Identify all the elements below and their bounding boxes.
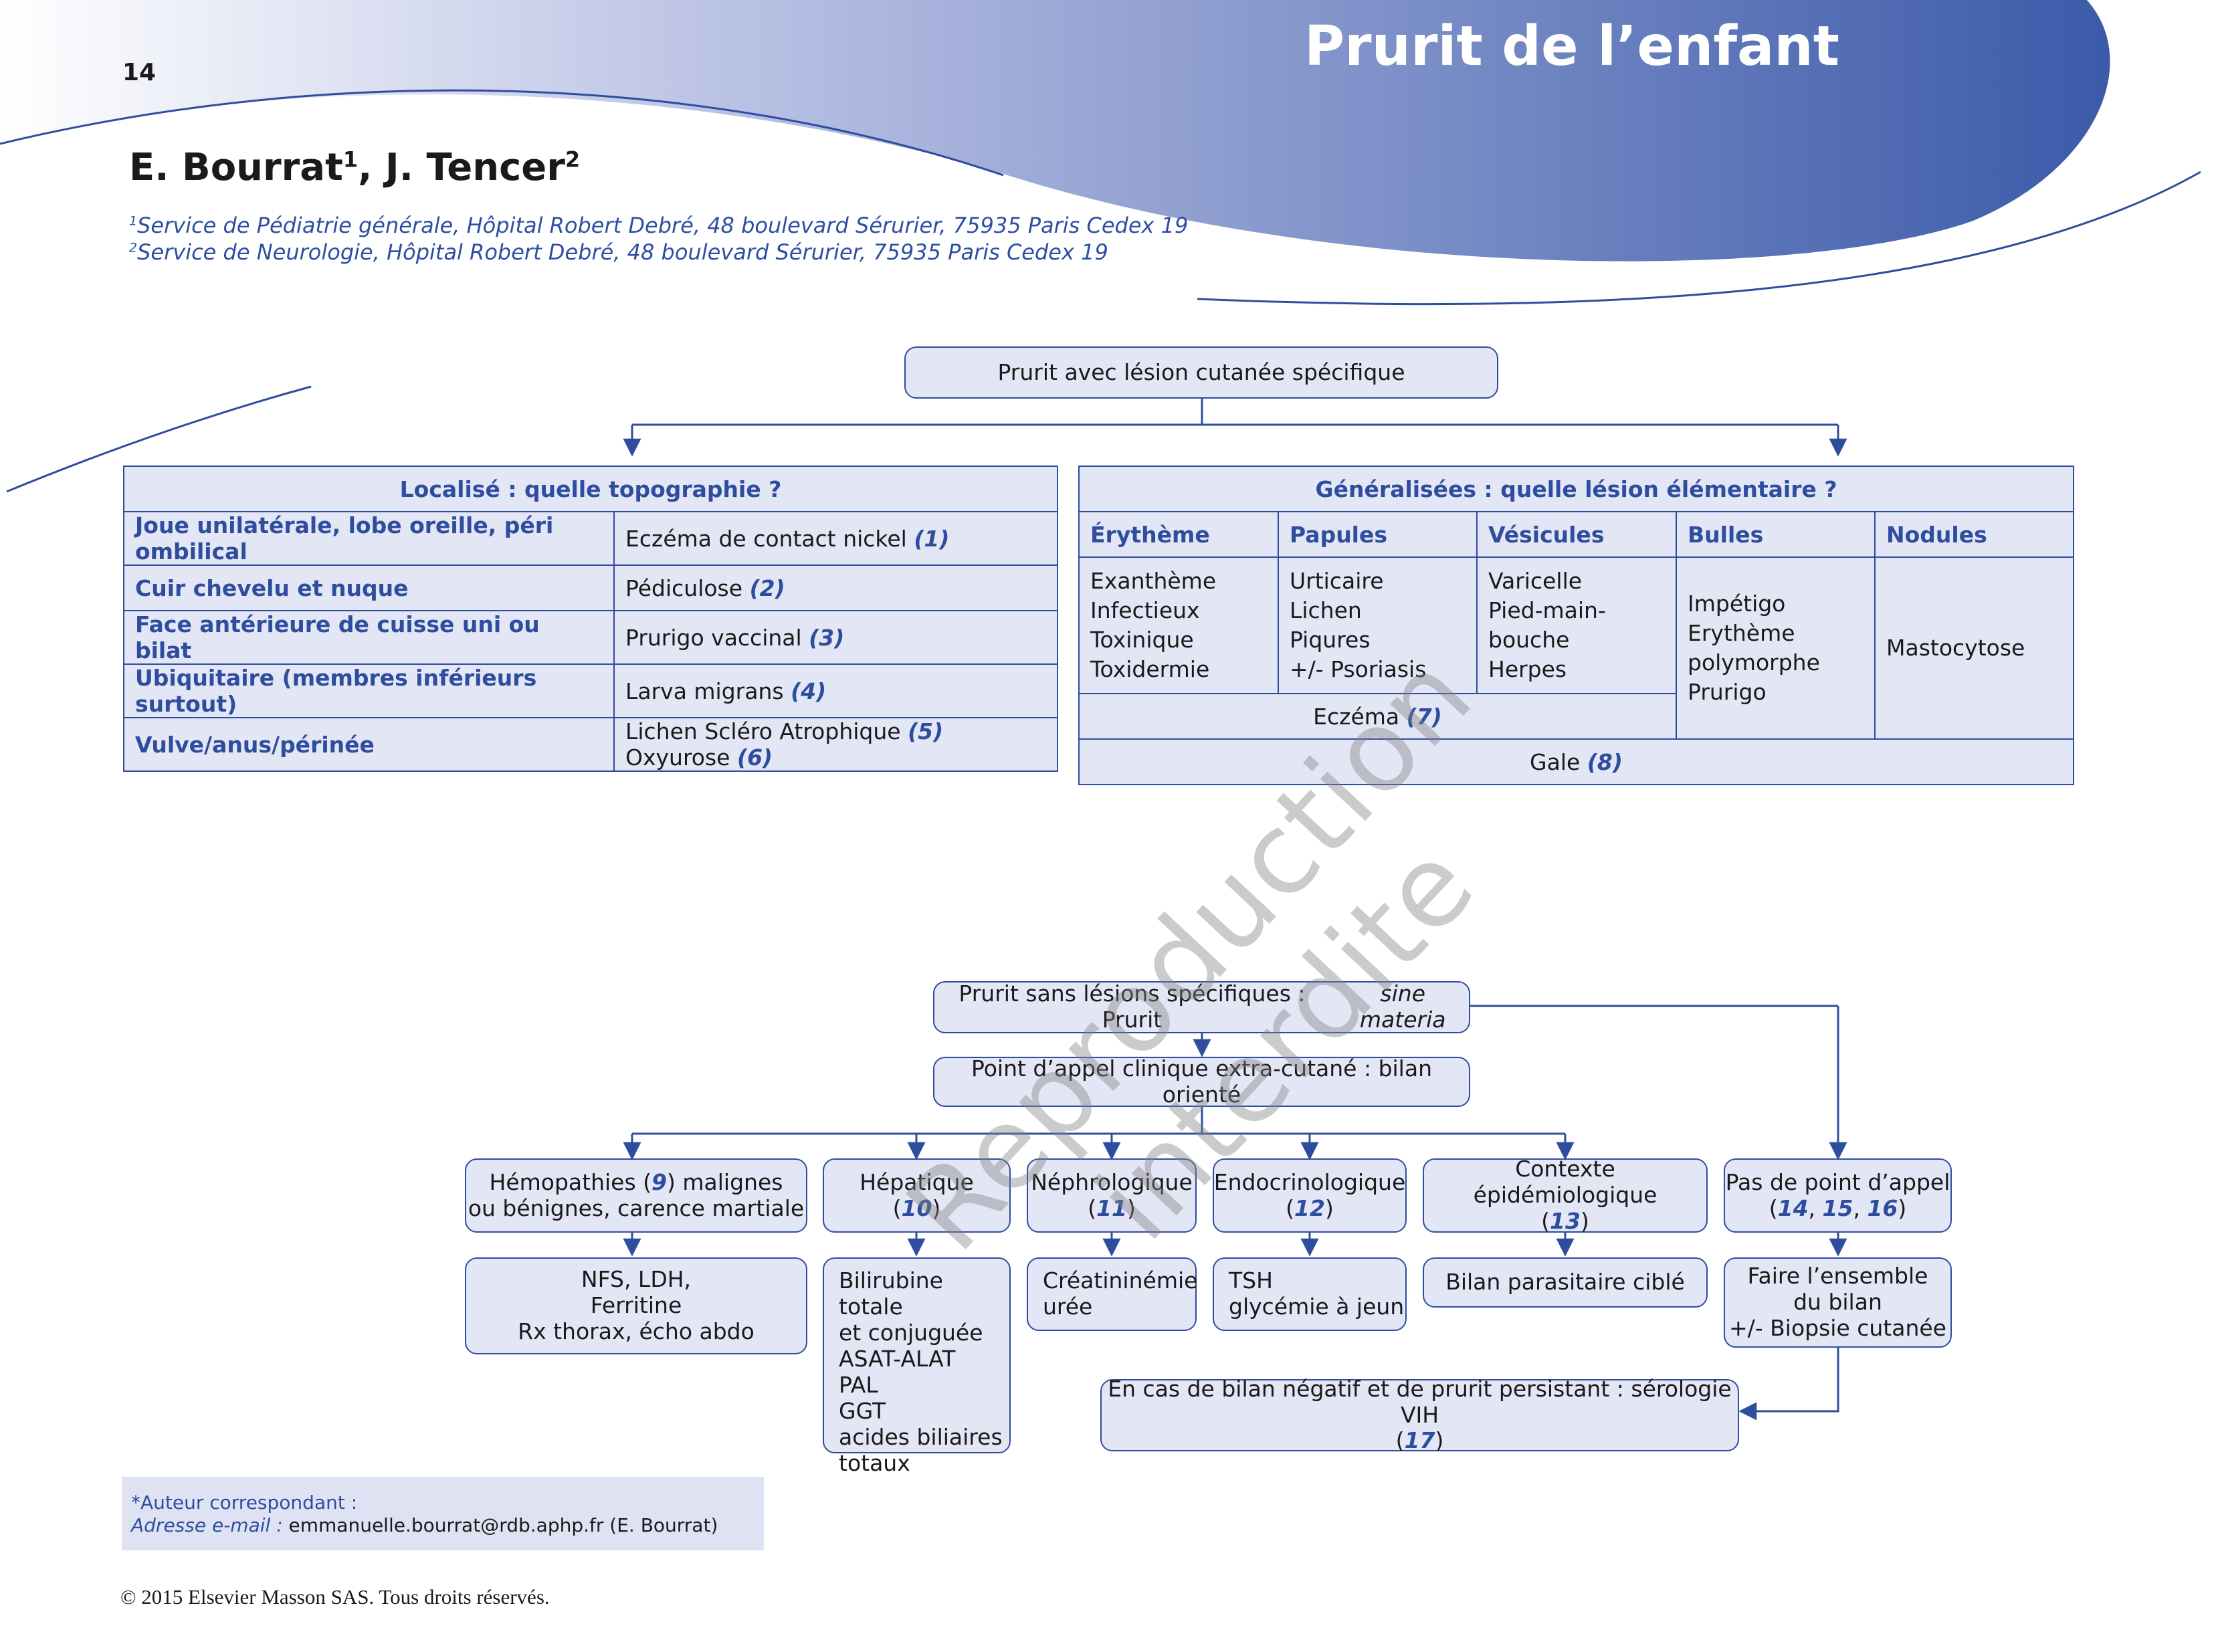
final-hiv-serology-box: En cas de bilan négatif et de prurit per… xyxy=(1100,1376,1739,1453)
category-contexte-epidemiologique: Contexte épidémiologique(13) xyxy=(1423,1156,1708,1234)
site-cell: Face antérieure de cuisse uni ou bilat xyxy=(123,610,615,665)
lesion-header-vesicules: Vésicules xyxy=(1476,511,1677,558)
category-pas-de-point-appel: Pas de point d’appel(14, 15, 16) xyxy=(1724,1158,1952,1233)
author-email[interactable]: emmanuelle.bourrat@rdb.aphp.fr (E. Bourr… xyxy=(288,1514,718,1536)
header-wave xyxy=(0,0,2201,493)
site-cell: Joue unilatérale, lobe oreille, péri omb… xyxy=(123,511,615,566)
category-hepatique: Hépatique(10) xyxy=(823,1158,1011,1233)
lesion-list-nodules: Mastocytose xyxy=(1874,556,2075,740)
lesion-header-nodules: Nodules xyxy=(1874,511,2075,558)
lesion-header-erytheme: Érythème xyxy=(1078,511,1279,558)
page-title: Prurit de l’enfant xyxy=(1304,15,1839,78)
diagnosis-cell: Larva migrans (4) xyxy=(613,663,1058,718)
eczema-cell: Eczéma (7) xyxy=(1078,693,1677,740)
top-chart-connectors xyxy=(623,399,1847,457)
category-endocrinologique: Endocrinologique(12) xyxy=(1213,1158,1407,1233)
lesion-header-bulles: Bulles xyxy=(1676,511,1876,558)
site-cell: Ubiquitaire (membres inférieurs surtout) xyxy=(123,663,615,718)
root-box-sine-materia: Prurit sans lésions spécifiques : Prurit… xyxy=(933,980,1470,1033)
generalised-title: Généralisées : quelle lésion élémentaire… xyxy=(1078,466,2075,512)
site-cell: Vulve/anus/périnée xyxy=(123,717,615,772)
generalised-table: Généralisées : quelle lésion élémentaire… xyxy=(1078,466,2075,785)
affiliation-1: 1Service de Pédiatrie générale, Hôpital … xyxy=(129,213,1189,238)
diagnosis-cell: Pédiculose (2) xyxy=(613,564,1058,611)
table-row: Ubiquitaire (membres inférieurs surtout)… xyxy=(123,663,1058,718)
diagnosis-cell: Prurigo vaccinal (3) xyxy=(613,610,1058,665)
copyright: © 2015 Elsevier Masson SAS. Tous droits … xyxy=(120,1585,550,1609)
root-box-specific-lesion: Prurit avec lésion cutanée spécifique xyxy=(904,346,1498,399)
tests-contexte-epidemiologique: Bilan parasitaire ciblé xyxy=(1423,1257,1708,1308)
affiliation-2: 2Service de Neurologie, Hôpital Robert D… xyxy=(129,239,1108,265)
localised-table: Localisé : quelle topographie ? Joue uni… xyxy=(123,466,1058,772)
page-number: 14 xyxy=(122,59,157,86)
localised-title: Localisé : quelle topographie ? xyxy=(123,466,1058,512)
site-cell: Cuir chevelu et nuque xyxy=(123,564,615,611)
diagnosis-cell: Eczéma de contact nickel (1) xyxy=(613,511,1058,566)
diagnosis-cell: Lichen Scléro Atrophique (5) Oxyurose (6… xyxy=(613,717,1058,772)
table-row: Joue unilatérale, lobe oreille, péri omb… xyxy=(123,511,1058,566)
gale-cell: Gale (8) xyxy=(1078,738,2075,785)
corresponding-author-note: *Auteur correspondant : Adresse e-mail :… xyxy=(122,1477,764,1550)
bottom-chart-connectors xyxy=(623,1005,1847,1421)
authors: E. Bourrat1, J. Tencer2 xyxy=(129,146,581,189)
clinical-call-box: Point d’appel clinique extra-cutané : bi… xyxy=(933,1055,1470,1107)
category-nephrologique: Néphrologique(11) xyxy=(1027,1158,1197,1233)
lesion-header-papules: Papules xyxy=(1278,511,1478,558)
